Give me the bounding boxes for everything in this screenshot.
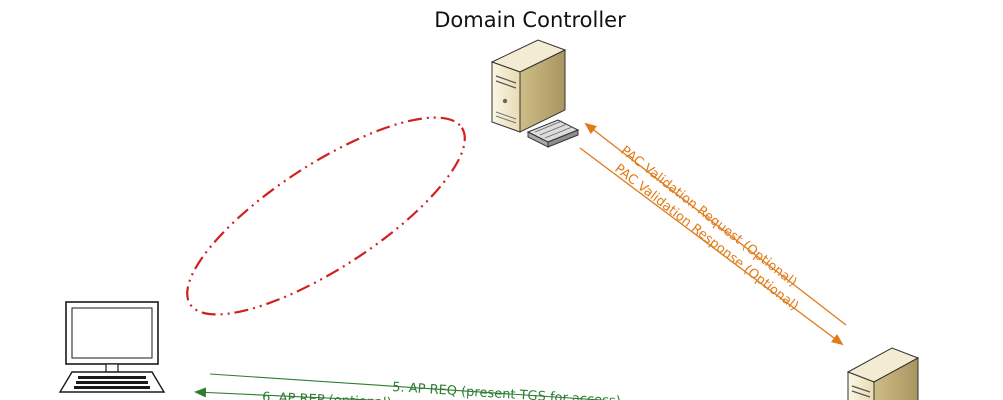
ap-req-label: 5. AP REQ (present TGS for access): [392, 380, 621, 400]
pac-response-arrow: [579, 147, 844, 346]
pac-request-arrow: [584, 122, 847, 326]
ap-rep-label: 6. AP REP (optional): [262, 390, 392, 400]
pac-response-label: PAC Validation Response (Optional): [612, 161, 802, 314]
domain-controller-server-icon: [490, 39, 580, 148]
ap-req-arrow: [209, 373, 609, 400]
domain-controller-title: Domain Controller: [434, 8, 626, 32]
pac-request-label: PAC Validation Request (Optional): [618, 143, 800, 290]
connection-ellipse: [186, 116, 466, 316]
service-server-icon: [846, 347, 920, 400]
ap-rep-arrow: [194, 387, 382, 400]
client-laptop-icon: [58, 301, 166, 393]
